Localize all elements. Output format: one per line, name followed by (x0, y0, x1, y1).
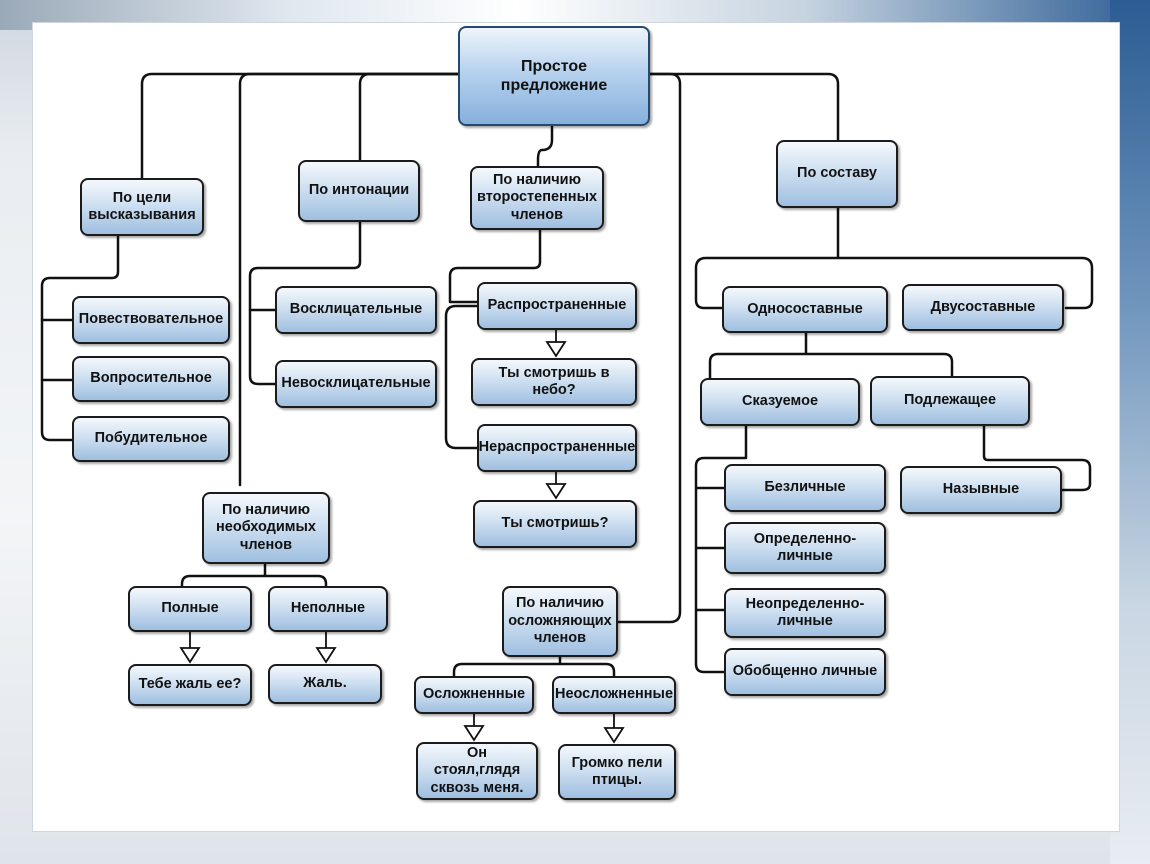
node-incomplete-example: Жаль. (268, 664, 382, 704)
node-by-composition: По составу (776, 140, 898, 208)
node-indefinite-personal: Неопределенно- личные (724, 588, 886, 638)
node-uncomplicated: Неосложненные (552, 676, 676, 714)
node-exclamatory: Восклицательные (275, 286, 437, 334)
link-composition-children (694, 206, 1094, 310)
node-generalized-personal: Обобщенно личные (724, 648, 886, 696)
link-root-intonation (358, 72, 464, 162)
node-complicated-example: Он стоял,глядя сквозь меня. (416, 742, 538, 800)
link-root-necessary (238, 72, 464, 487)
link-secondary-children (448, 228, 542, 304)
node-uncomplicated-example: Громко пели птицы. (558, 744, 676, 800)
node-non-extended-example: Ты смотришь? (473, 500, 637, 548)
link-secondary-nonextended (444, 304, 479, 450)
node-by-secondary-members: По наличию второстепенных членов (470, 166, 604, 230)
link-root-secondary (536, 122, 554, 168)
link-necessary-children (180, 562, 328, 590)
node-extended-example: Ты смотришь в небо? (471, 358, 637, 406)
arrow-extended-example (545, 330, 567, 358)
node-interrogative: Вопросительное (72, 356, 230, 402)
link-intonation-children (248, 220, 362, 386)
node-incomplete: Неполные (268, 586, 388, 632)
node-non-extended: Нераспространенные (477, 424, 637, 472)
link-purpose-children (40, 231, 120, 442)
node-by-intonation: По интонации (298, 160, 420, 222)
arrow-uncomplicated-example (603, 714, 625, 744)
node-by-complicating-members: По наличию осложняющих членов (502, 586, 618, 657)
node-nominative: Назывные (900, 466, 1062, 514)
node-extended: Распространенные (477, 282, 637, 330)
node-two-part: Двусоставные (902, 284, 1064, 331)
node-subject: Подлежащее (870, 376, 1030, 426)
link-subject-nominative (982, 424, 1092, 492)
node-complete: Полные (128, 586, 252, 632)
link-predicate-children (694, 424, 748, 674)
arrow-nonextended-example (545, 470, 567, 500)
link-onepart-children (708, 331, 954, 380)
link-root-purpose (140, 72, 464, 180)
node-non-exclamatory: Невосклицательные (275, 360, 437, 408)
node-complicated: Осложненные (414, 676, 534, 714)
node-narrative: Повествовательное (72, 296, 230, 344)
root-node-simple-sentence: Простое предложение (458, 26, 650, 126)
node-imperative: Побудительное (72, 416, 230, 462)
link-complicating-children (452, 655, 616, 678)
node-one-part: Односоставные (722, 286, 888, 333)
arrow-complicated-example (463, 714, 485, 742)
node-by-necessary-members: По наличию необходимых членов (202, 492, 330, 564)
node-definite-personal: Определенно- личные (724, 522, 886, 574)
link-root-composition (646, 72, 840, 142)
node-predicate: Сказуемое (700, 378, 860, 426)
arrow-complete-example (179, 632, 201, 664)
node-complete-example: Тебе жаль ее? (128, 664, 252, 706)
arrow-incomplete-example (315, 632, 337, 664)
node-impersonal: Безличные (724, 464, 886, 512)
node-by-purpose: По цели высказывания (80, 178, 204, 236)
